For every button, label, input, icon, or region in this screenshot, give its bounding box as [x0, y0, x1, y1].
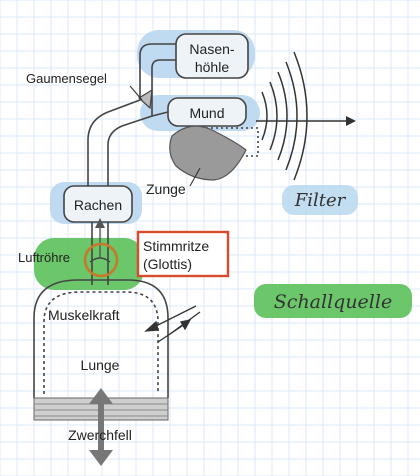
mouth-dotted-outline	[196, 127, 259, 157]
vocal-folds	[89, 257, 111, 263]
lung-outline	[33, 279, 169, 398]
double-arrow-vertical-icon	[89, 388, 113, 466]
filter-note-highlight	[282, 185, 358, 215]
tract-to-mouth	[151, 111, 169, 117]
muskelkraft-arrows	[144, 305, 201, 343]
label-luftroehre: Luftröhre	[18, 250, 70, 265]
sound-waves-icon	[261, 51, 308, 181]
handwritten-filter-note: Filter	[294, 190, 347, 211]
leader-lines	[129, 85, 201, 187]
handwritten-schallquelle-note: Schallquelle	[274, 291, 392, 313]
label-gaumensegel: Gaumensegel	[26, 71, 107, 86]
luftroehre-highlight	[34, 238, 144, 290]
arrow-right-icon	[256, 116, 356, 126]
tract-tube-outer	[87, 43, 176, 186]
label-rachen: Rachen	[74, 197, 122, 213]
label-zwerchfell: Zwerchfell	[68, 427, 132, 443]
glottis-up-arrowhead	[95, 218, 105, 228]
label-nasenhoehle-1: Nasen-	[189, 41, 234, 57]
stimmritze-box	[136, 230, 230, 278]
zunge-shape	[169, 125, 247, 181]
vocal-tract-outline	[33, 33, 259, 398]
lung-inner	[43, 291, 159, 394]
label-stimmritze-1: Stimmritze	[143, 238, 209, 254]
printed-labels: Nasen- höhle Gaumensegel Mund Zunge Rach…	[18, 41, 235, 443]
nasenhoehle-box	[175, 33, 249, 79]
label-nasenhoehle-2: höhle	[195, 59, 229, 75]
label-mund: Mund	[189, 105, 224, 121]
schallquelle-note-highlight	[254, 284, 412, 318]
glottis-circle	[83, 242, 119, 278]
label-muskelkraft: Muskelkraft	[48, 307, 120, 323]
label-lunge: Lunge	[81, 357, 120, 373]
label-stimmritze-2: (Glottis)	[143, 256, 192, 272]
gaumensegel-flap	[138, 88, 153, 110]
label-zunge: Zunge	[146, 181, 186, 197]
